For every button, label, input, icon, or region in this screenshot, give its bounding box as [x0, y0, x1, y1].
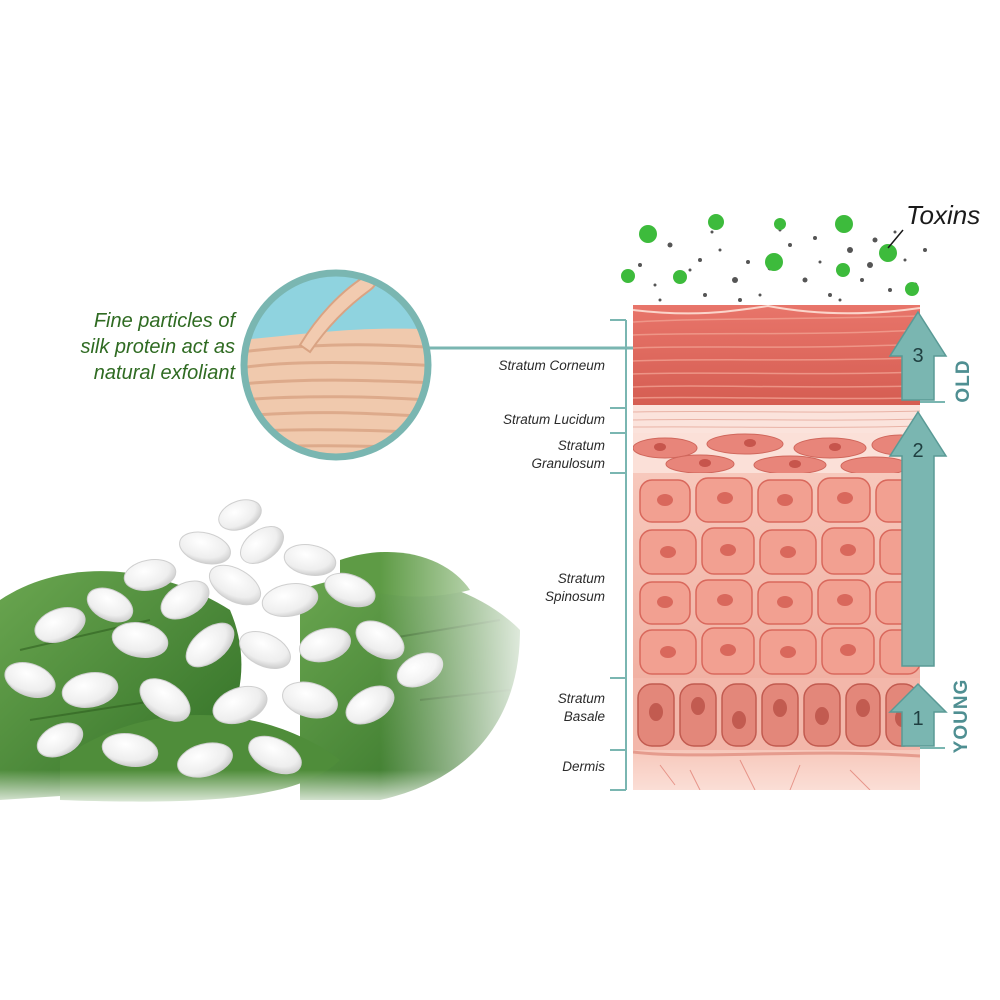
- layer-label-text: Granulosum: [531, 456, 605, 471]
- layer-label-stratum-spinosum: Stratum Spinosum: [465, 570, 605, 606]
- arrow-number-2: 2: [912, 440, 924, 462]
- layer-label-stratum-basale: Stratum Basale: [465, 690, 605, 726]
- layer-label-text: Stratum: [557, 438, 605, 453]
- age-arrows: [888, 310, 948, 747]
- layer-label-text: Stratum: [557, 691, 605, 706]
- skin-cross-section: [633, 305, 920, 790]
- layer-label-stratum-lucidum: Stratum Lucidum: [465, 411, 605, 429]
- caption-line: silk protein act as: [80, 336, 235, 358]
- layer-label-stratum-corneum: Stratum Corneum: [465, 357, 605, 375]
- old-label: OLD: [953, 359, 974, 403]
- layer-label-dermis: Dermis: [465, 758, 605, 776]
- magnifier-circle: [240, 269, 432, 461]
- young-label: YOUNG: [951, 678, 972, 754]
- layer-label-text: Stratum Corneum: [498, 358, 605, 373]
- layer-label-stratum-granulosum: Stratum Granulosum: [465, 437, 605, 473]
- arrow-3: [888, 310, 948, 401]
- arrow-number-1: 1: [912, 708, 924, 730]
- layer-label-text: Spinosum: [544, 589, 605, 604]
- layer-label-text: Basale: [563, 709, 605, 724]
- toxin-particles: [621, 214, 927, 302]
- layer-label-text: Stratum: [557, 571, 605, 586]
- layer-label-text: Dermis: [562, 759, 605, 774]
- arrow-number-3: 3: [912, 345, 924, 367]
- layer-brackets: [610, 319, 945, 791]
- arrow-1: [888, 682, 948, 747]
- layer-label-text: Stratum Lucidum: [502, 412, 605, 427]
- arrow-2: [888, 410, 948, 667]
- toxins-label: Toxins: [906, 200, 981, 230]
- exfoliant-caption: Fine particles of silk protein act as na…: [20, 308, 235, 386]
- silk-cocoons: [4, 499, 444, 778]
- caption-line: Fine particles of: [93, 310, 235, 332]
- caption-line: natural exfoliant: [93, 362, 235, 384]
